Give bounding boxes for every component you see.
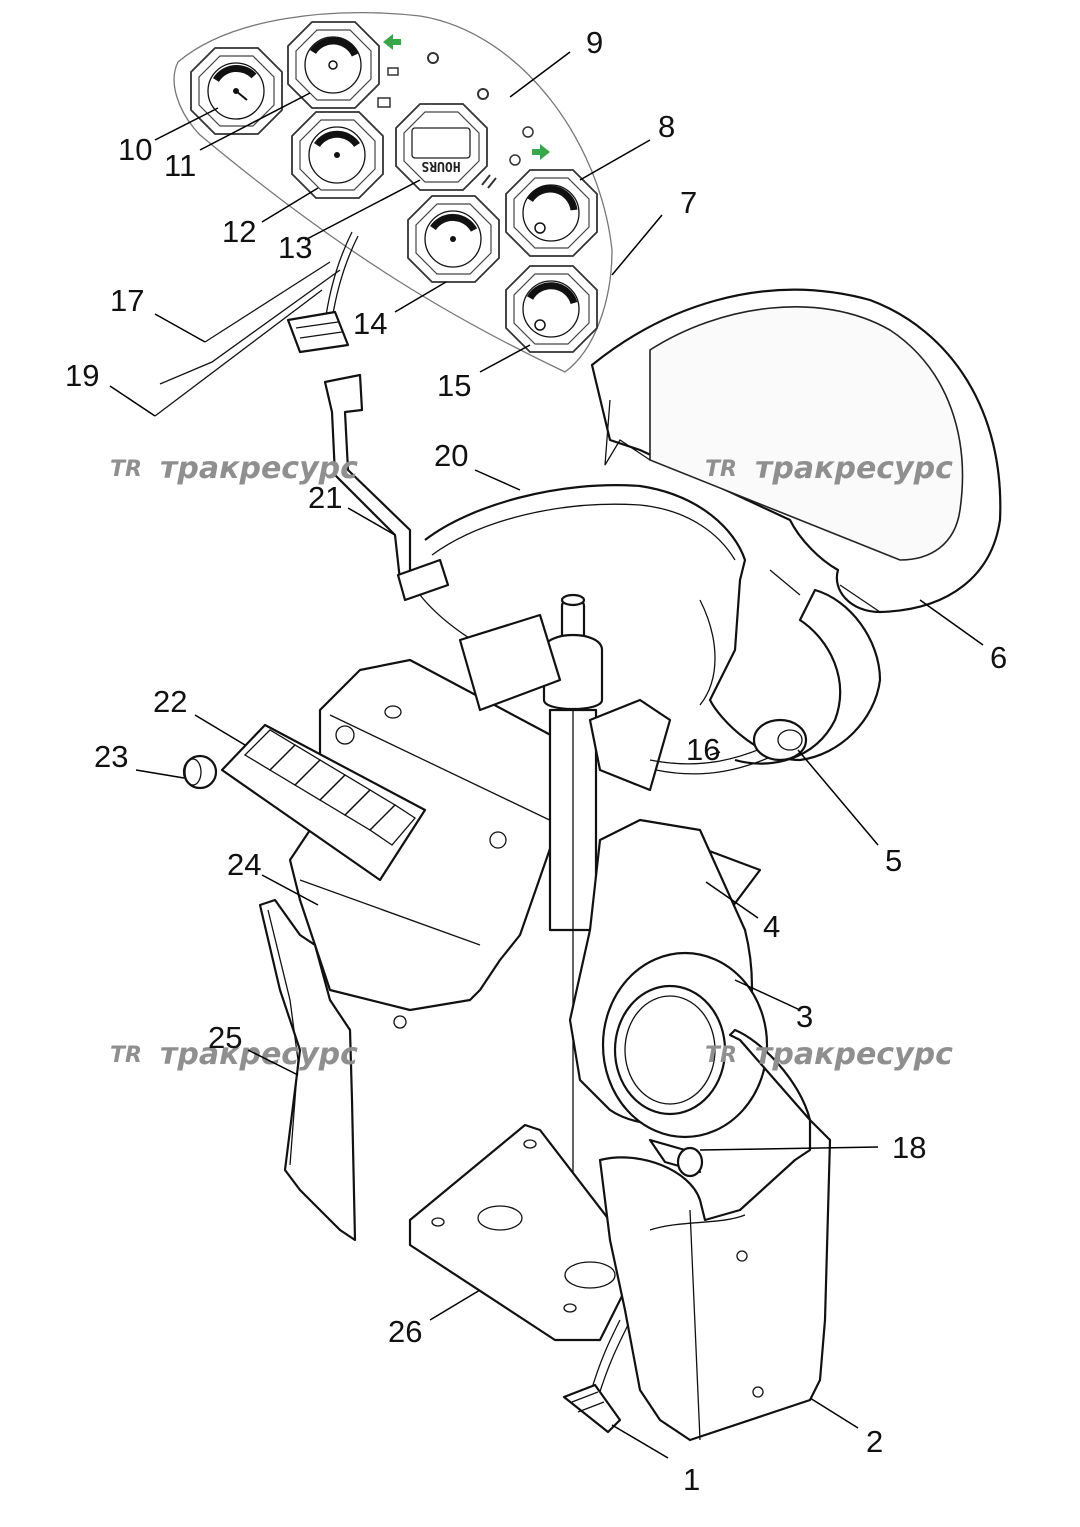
gear-icon xyxy=(427,52,439,64)
indicator-lamps xyxy=(377,34,550,189)
pin-18 xyxy=(648,1138,704,1178)
callout-14: 14 xyxy=(353,306,387,341)
watermark-logo: TR xyxy=(110,457,142,482)
switch-panel-22 xyxy=(220,723,427,882)
callout-19: 19 xyxy=(65,358,99,393)
watermark-text: тракресурс xyxy=(755,1037,953,1072)
wires-17-19 xyxy=(154,261,341,417)
callout-24: 24 xyxy=(227,847,261,882)
callout-15: 15 xyxy=(437,368,471,403)
hour-meter-13: HOURS xyxy=(395,103,488,191)
callout-3: 3 xyxy=(796,999,813,1034)
watermark-bottom-right: TR тракресурс xyxy=(705,1037,953,1072)
brake-icon xyxy=(509,154,521,166)
watermark-top-right: TR тракресурс xyxy=(705,451,953,486)
gauge-11 xyxy=(287,21,380,109)
watermark-text: тракресурс xyxy=(160,451,358,486)
base-plate-26 xyxy=(408,1123,642,1342)
callout-6: 6 xyxy=(990,640,1007,675)
battery-icon xyxy=(387,67,399,76)
instrument-cluster-panel: HOURS xyxy=(173,12,613,373)
connector-1 xyxy=(562,1319,629,1434)
plug-cap-23 xyxy=(182,754,218,790)
gauge-14 xyxy=(407,195,500,283)
watermark-bottom-left: TR тракресурс xyxy=(110,1037,358,1072)
watermark-text: тракресурс xyxy=(755,451,953,486)
harness-21 xyxy=(323,373,491,651)
callout-10: 10 xyxy=(118,132,152,167)
callout-5: 5 xyxy=(885,843,902,878)
gauge-8 xyxy=(505,169,598,257)
dash-cover-6 xyxy=(590,288,1002,614)
cluster-wire-harness xyxy=(286,231,359,354)
arrow-left-icon xyxy=(383,34,401,50)
callout-12: 12 xyxy=(222,214,256,249)
watermark-top-left: TR тракресурс xyxy=(110,451,358,486)
engine-icon xyxy=(377,97,391,108)
gauge-12 xyxy=(291,111,384,199)
callout-18: 18 xyxy=(892,1130,926,1165)
callout-17: 17 xyxy=(110,283,144,318)
right-cover-2 xyxy=(598,1028,832,1442)
callout-21: 21 xyxy=(308,480,342,515)
callout-8: 8 xyxy=(658,109,675,144)
callout-4: 4 xyxy=(763,909,780,944)
sensor-5 xyxy=(752,718,808,762)
callout-1: 1 xyxy=(683,1462,700,1497)
callout-22: 22 xyxy=(153,684,187,719)
callout-11: 11 xyxy=(164,148,196,183)
callout-23: 23 xyxy=(94,739,128,774)
neutral-icon xyxy=(481,174,497,189)
upper-shroud-20 xyxy=(424,484,882,765)
gauge-15 xyxy=(505,265,598,353)
watermark-logo: TR xyxy=(705,457,737,482)
left-cover-25 xyxy=(258,898,357,1242)
callout-20: 20 xyxy=(434,438,468,473)
callout-13: 13 xyxy=(278,230,312,265)
callout-2: 2 xyxy=(866,1424,883,1459)
arrow-right-icon xyxy=(532,144,550,160)
leader-lines xyxy=(109,51,984,1459)
round-housing-3 xyxy=(568,818,769,1139)
switch-pod-24 xyxy=(288,658,582,1029)
callout-7: 7 xyxy=(680,185,697,220)
callout-16: 16 xyxy=(686,732,720,767)
hours-label: HOURS xyxy=(421,158,460,173)
callout-26: 26 xyxy=(388,1314,422,1349)
callout-labels: 1 2 3 4 5 6 7 8 9 10 11 12 13 14 15 16 1… xyxy=(65,25,1007,1497)
callout-25: 25 xyxy=(208,1020,242,1055)
watermark-text: тракресурс xyxy=(160,1037,358,1072)
gear-icon xyxy=(477,88,489,100)
oil-icon xyxy=(522,126,534,138)
callout-9: 9 xyxy=(586,25,603,60)
watermark-logo: TR xyxy=(110,1043,142,1068)
gauge-10 xyxy=(190,47,283,135)
watermark-logo: TR xyxy=(705,1043,737,1068)
